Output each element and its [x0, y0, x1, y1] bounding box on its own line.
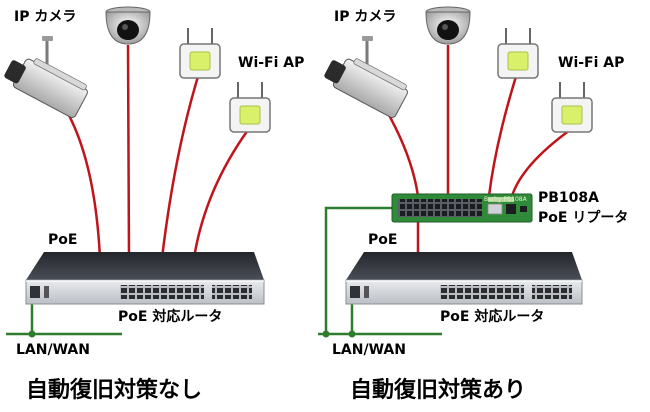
left-scenario — [4, 6, 271, 338]
right-poe-repeater-icon — [391, 193, 533, 223]
right-ip-camera-icon — [324, 36, 408, 118]
right-poe-router-icon — [345, 252, 583, 305]
right-wifi-ap-icon-2 — [551, 82, 593, 133]
left-poe-label: PoE — [48, 232, 78, 248]
right-cable-ap2 — [510, 128, 571, 197]
right-poe-cables — [383, 45, 571, 197]
right-router-label: PoE 対応ルータ — [440, 309, 545, 325]
left-poe-cables — [63, 44, 250, 259]
right-ip-camera-label: IP カメラ — [334, 9, 397, 25]
left-poe-router-icon — [25, 252, 265, 305]
left-cable-ip-camera — [63, 107, 102, 259]
right-wifi-ap-label: Wi-Fi AP — [558, 55, 625, 71]
right-repeater-label: PoE リプータ — [538, 210, 629, 226]
right-cable-ip-camera — [383, 107, 420, 197]
left-wifi-ap-icon-1 — [179, 28, 221, 79]
right-caption: 自動復旧対策あり — [350, 378, 527, 403]
right-cable-ap1 — [487, 69, 520, 197]
right-scenario — [318, 6, 593, 338]
right-lan-junction-2 — [348, 330, 356, 338]
left-ip-camera-label: IP カメラ — [14, 9, 77, 25]
left-wifi-ap-label: Wi-Fi AP — [238, 55, 305, 71]
right-cable-repeater-uplink — [324, 206, 394, 336]
left-cable-ap1 — [160, 69, 202, 259]
left-ip-camera-icon — [4, 36, 88, 118]
right-dome-camera-icon — [425, 6, 471, 45]
right-wifi-ap-icon-1 — [497, 28, 539, 79]
left-cable-dome-camera — [126, 44, 131, 259]
right-lan-wan-label: LAN/WAN — [332, 342, 406, 358]
left-cable-ap2 — [192, 129, 250, 259]
left-dome-camera-icon — [105, 6, 151, 45]
right-repeater-brand: Berhy PB108A — [484, 196, 527, 203]
right-lan-junction-1 — [322, 330, 330, 338]
right-repeater-model: PB108A — [538, 190, 599, 206]
left-lan-junction — [28, 330, 36, 338]
left-caption: 自動復旧対策なし — [26, 378, 203, 403]
left-wifi-ap-icon-2 — [229, 82, 271, 133]
left-router-label: PoE 対応ルータ — [118, 309, 223, 325]
left-lan-wan-label: LAN/WAN — [16, 342, 90, 358]
right-poe-label: PoE — [368, 232, 398, 248]
